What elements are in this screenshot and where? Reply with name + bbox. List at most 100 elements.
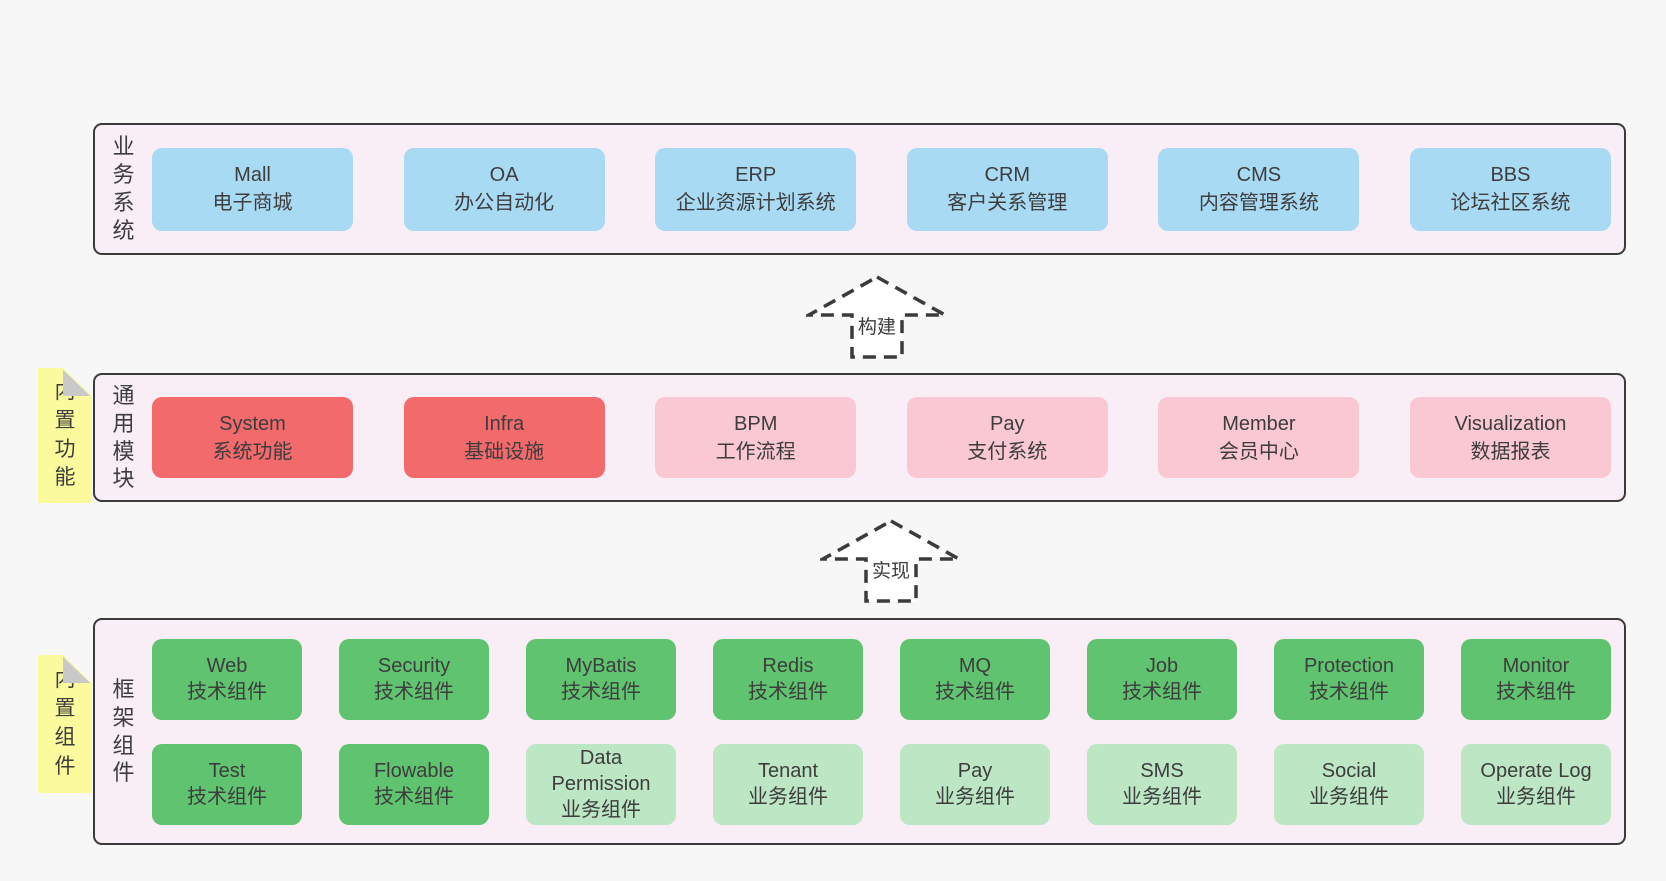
box-tenant: Tenant 业务组件 bbox=[713, 743, 863, 825]
box-test: Test 技术组件 bbox=[152, 743, 302, 825]
note-text: 内置功能 bbox=[54, 380, 76, 490]
box-title: SMS bbox=[1140, 760, 1184, 782]
box-flowable: Flowable 技术组件 bbox=[339, 743, 489, 825]
layer-label-text: 框架组件 bbox=[112, 676, 135, 786]
box-subtitle: 支付系统 bbox=[967, 440, 1048, 463]
box-title: Monitor bbox=[1502, 655, 1570, 677]
box-mq: MQ 技术组件 bbox=[900, 638, 1050, 720]
note-text: 内置组件 bbox=[54, 668, 76, 778]
box-title: BBS bbox=[1490, 164, 1531, 186]
box-oa: OA 办公自动化 bbox=[403, 147, 605, 231]
box-title: Infra bbox=[484, 412, 525, 435]
box-title: ERP bbox=[735, 164, 777, 186]
box-title: Data Permission bbox=[551, 747, 651, 795]
framework-components-row-1: Web 技术组件 Security 技术组件 MyBatis 技术组件 Redi… bbox=[152, 638, 1611, 720]
note-built-in-features: 内置功能 bbox=[38, 368, 92, 503]
box-system: System 系统功能 bbox=[152, 397, 353, 478]
box-title: MyBatis bbox=[565, 655, 637, 677]
box-subtitle: 技术组件 bbox=[374, 786, 454, 808]
common-modules-row: System 系统功能 Infra 基础设施 BPM 工作流程 Pay 支付系统… bbox=[152, 375, 1624, 500]
box-subtitle: 办公自动化 bbox=[454, 192, 555, 214]
box-crm: CRM 客户关系管理 bbox=[906, 147, 1108, 231]
layer-label-text: 通用模块 bbox=[112, 382, 135, 492]
layer-common-modules-label: 通用模块 bbox=[95, 375, 152, 500]
box-title: Pay bbox=[957, 760, 993, 782]
box-mall: Mall 电子商城 bbox=[152, 147, 353, 231]
box-redis: Redis 技术组件 bbox=[713, 638, 863, 720]
box-subtitle: 业务组件 bbox=[748, 786, 828, 808]
box-subtitle: 业务组件 bbox=[1309, 786, 1389, 808]
layer-business-systems-label: 业务系统 bbox=[95, 125, 152, 253]
box-title: Mall bbox=[234, 164, 271, 186]
box-subtitle: 技术组件 bbox=[935, 681, 1015, 703]
box-subtitle: 客户关系管理 bbox=[947, 192, 1068, 214]
box-title: Web bbox=[206, 655, 248, 677]
box-title: System bbox=[219, 412, 286, 435]
box-title: Member bbox=[1222, 412, 1296, 435]
arrow-build: 构建 bbox=[806, 274, 948, 360]
box-monitor: Monitor 技术组件 bbox=[1461, 638, 1611, 720]
box-title: Pay bbox=[990, 412, 1025, 435]
box-title: Job bbox=[1145, 655, 1179, 677]
box-protection: Protection 技术组件 bbox=[1274, 638, 1424, 720]
framework-components-row-2: Test 技术组件 Flowable 技术组件 Data Permission … bbox=[152, 743, 1611, 825]
box-operate-log: Operate Log 业务组件 bbox=[1461, 743, 1611, 825]
box-subtitle: 会员中心 bbox=[1218, 440, 1299, 463]
arrow-implement: 实现 bbox=[820, 518, 962, 604]
box-pay: Pay 支付系统 bbox=[906, 397, 1108, 478]
box-subtitle: 电子商城 bbox=[212, 192, 293, 214]
box-subtitle: 企业资源计划系统 bbox=[675, 192, 836, 214]
box-subtitle: 工作流程 bbox=[715, 440, 796, 463]
box-title: Protection bbox=[1303, 655, 1395, 677]
box-title: BPM bbox=[734, 412, 778, 435]
arrow-build-label: 构建 bbox=[854, 312, 900, 339]
box-data-permission: Data Permission 业务组件 bbox=[526, 743, 676, 825]
box-title: Visualization bbox=[1454, 412, 1567, 435]
box-subtitle: 技术组件 bbox=[1122, 681, 1202, 703]
box-cms: CMS 内容管理系统 bbox=[1158, 147, 1360, 231]
box-infra: Infra 基础设施 bbox=[403, 397, 605, 478]
box-subtitle: 技术组件 bbox=[374, 681, 454, 703]
box-title: Test bbox=[208, 760, 246, 782]
box-title: Security bbox=[377, 655, 451, 677]
layer-framework-components: 框架组件 Web 技术组件 Security 技术组件 MyBatis 技术组件… bbox=[93, 618, 1626, 845]
layer-business-systems: 业务系统 Mall 电子商城 OA 办公自动化 ERP 企业资源计划系统 CRM… bbox=[93, 123, 1626, 255]
box-subtitle: 论坛社区系统 bbox=[1450, 192, 1571, 214]
box-mybatis: MyBatis 技术组件 bbox=[526, 638, 676, 720]
layer-common-modules: 通用模块 System 系统功能 Infra 基础设施 BPM 工作流程 Pay… bbox=[93, 373, 1626, 502]
box-bpm: BPM 工作流程 bbox=[655, 397, 857, 478]
box-subtitle: 技术组件 bbox=[1309, 681, 1389, 703]
box-member: Member 会员中心 bbox=[1158, 397, 1360, 478]
box-erp: ERP 企业资源计划系统 bbox=[655, 147, 857, 231]
box-social: Social 业务组件 bbox=[1274, 743, 1424, 825]
box-subtitle: 业务组件 bbox=[1122, 786, 1202, 808]
box-title: Tenant bbox=[757, 760, 819, 782]
box-subtitle: 业务组件 bbox=[561, 799, 641, 821]
box-title: Redis bbox=[762, 655, 814, 677]
box-subtitle: 基础设施 bbox=[464, 440, 545, 463]
box-security: Security 技术组件 bbox=[339, 638, 489, 720]
layer-label-text: 业务系统 bbox=[112, 134, 135, 243]
note-built-in-components: 内置组件 bbox=[38, 655, 92, 793]
box-subtitle: 技术组件 bbox=[187, 786, 267, 808]
box-web: Web 技术组件 bbox=[152, 638, 302, 720]
box-title: CRM bbox=[984, 164, 1031, 186]
box-subtitle: 技术组件 bbox=[748, 681, 828, 703]
box-job: Job 技术组件 bbox=[1087, 638, 1237, 720]
arrow-implement-label: 实现 bbox=[868, 556, 914, 583]
box-subtitle: 业务组件 bbox=[1496, 786, 1576, 808]
box-title: Social bbox=[1321, 760, 1377, 782]
box-title: CMS bbox=[1236, 164, 1282, 186]
framework-components-grid: Web 技术组件 Security 技术组件 MyBatis 技术组件 Redi… bbox=[152, 620, 1624, 843]
box-subtitle: 技术组件 bbox=[561, 681, 641, 703]
business-systems-row: Mall 电子商城 OA 办公自动化 ERP 企业资源计划系统 CRM 客户关系… bbox=[152, 125, 1624, 253]
box-pay-component: Pay 业务组件 bbox=[900, 743, 1050, 825]
box-title: Flowable bbox=[373, 760, 455, 782]
box-title: OA bbox=[489, 164, 519, 186]
box-title: MQ bbox=[958, 655, 992, 677]
box-subtitle: 技术组件 bbox=[187, 681, 267, 703]
box-title: Operate Log bbox=[1480, 760, 1592, 782]
box-bbs: BBS 论坛社区系统 bbox=[1409, 147, 1611, 231]
box-subtitle: 技术组件 bbox=[1496, 681, 1576, 703]
